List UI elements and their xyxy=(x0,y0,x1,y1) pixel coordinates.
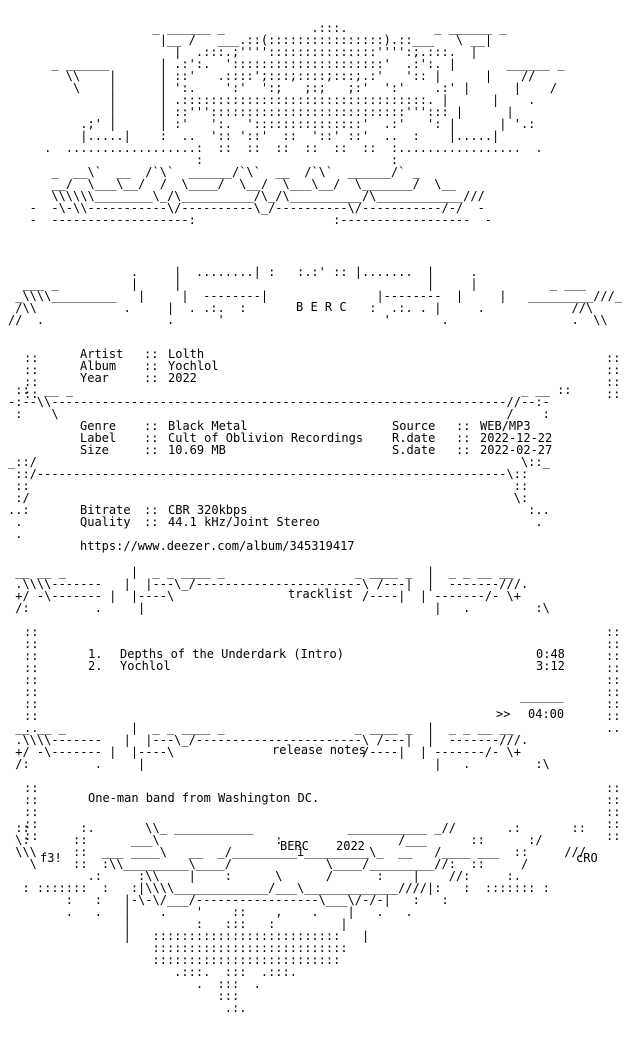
sdate-value: 2022-02-27 xyxy=(480,443,553,457)
track-time: 0:48 xyxy=(536,647,565,661)
rdate-value: 2022-12-22 xyxy=(480,431,553,445)
right-border: :: :: :: :: :: xyxy=(606,781,621,843)
notes-heading: release notes xyxy=(272,743,366,757)
sep: :: xyxy=(456,431,471,445)
sep: :: xyxy=(144,359,159,373)
track-row[interactable]: 1. Depths of the Underdark (Intro) 0:48 xyxy=(88,648,568,660)
tracklist-heading: tracklist xyxy=(288,587,354,601)
genre-label: Genre xyxy=(80,419,117,433)
divider-art: :: __ _ _ __ :: -:--\\------------------… xyxy=(8,383,572,421)
total-rule: ______ xyxy=(520,689,564,703)
track-title: Yochlol xyxy=(120,659,171,673)
footer-right-tag: cRO xyxy=(576,851,598,865)
footer-art: :: :. \\_ ___________ ___________ _// .:… xyxy=(15,821,586,1015)
total-prefix: >> xyxy=(496,707,511,721)
footer-year: 2022 xyxy=(336,839,365,853)
left-border: :: :: :: :: :: :: :: :: .. xyxy=(24,625,39,735)
sep: :: xyxy=(456,419,471,433)
sep: :: xyxy=(456,443,471,457)
size-value: 10.69 MB xyxy=(168,443,226,457)
rdate-label: R.date xyxy=(392,431,436,445)
genre-value: Black Metal xyxy=(168,419,248,433)
track-row[interactable]: 2. Yochlol 3:12 xyxy=(88,660,568,672)
divider-art: _::/ \::_ ::/---------------------------… xyxy=(8,455,550,505)
artist-label: Artist xyxy=(80,347,124,361)
notes-header-art: __ __ _ | _ _ ____ _ _ ____ _ | _ _ __ _… xyxy=(15,721,550,771)
album-label: Album xyxy=(80,359,117,373)
artist-value: Lolth xyxy=(168,347,205,361)
top-logo-art: _ ______ _ .:::. _ ______ _ |__ / ___.::… xyxy=(29,21,565,227)
sep: :: xyxy=(144,371,159,385)
track-number: 1. xyxy=(88,647,103,661)
quality-label: Quality xyxy=(80,515,131,529)
sep: :: xyxy=(144,419,159,433)
label-label: Label xyxy=(80,431,117,445)
year-value: 2022 xyxy=(168,371,197,385)
sep: :: xyxy=(144,443,159,457)
footer-center: BERC xyxy=(280,839,309,853)
group-box-art: . | ........| : :.:' :: |....... | . ___… xyxy=(8,265,623,327)
label-value: Cult of Oblivion Recordings xyxy=(168,431,364,445)
size-label: Size xyxy=(80,443,109,457)
corner-dots-art: ..: :.. . . . xyxy=(8,503,550,541)
release-notes-text: One-man band from Washington DC. xyxy=(88,791,320,805)
left-border: :: :: :: :: xyxy=(24,351,39,401)
album-url-link[interactable]: https://www.deezer.com/album/345319417 xyxy=(80,539,355,553)
bitrate-label: Bitrate xyxy=(80,503,131,517)
source-label: Source xyxy=(392,419,436,433)
track-number: 2. xyxy=(88,659,103,673)
sep: :: xyxy=(144,515,159,529)
footer-left-tag: f3! xyxy=(40,851,62,865)
sep: :: xyxy=(144,503,159,517)
track-time: 3:12 xyxy=(536,659,565,673)
total-time: 04:00 xyxy=(528,707,565,721)
source-value: WEB/MP3 xyxy=(480,419,531,433)
quality-value: 44.1 kHz/Joint Stereo xyxy=(168,515,320,529)
bitrate-value: CBR 320kbps xyxy=(168,503,248,517)
sep: :: xyxy=(144,347,159,361)
year-label: Year xyxy=(80,371,109,385)
tracklist-header-art: __ __ _ | _ _ ____ _ _ ____ _ | _ _ __ _… xyxy=(15,565,550,615)
album-value: Yochlol xyxy=(168,359,219,373)
track-title: Depths of the Underdark (Intro) xyxy=(120,647,344,661)
right-border: :: :: :: :: :: :: :: :: .. xyxy=(606,625,621,735)
group-name: B E R C xyxy=(296,300,347,314)
sdate-label: S.date xyxy=(392,443,436,457)
sep: :: xyxy=(144,431,159,445)
right-border: :: :: :: :: xyxy=(606,351,621,401)
left-border: :: :: :: :: :: xyxy=(24,781,39,843)
